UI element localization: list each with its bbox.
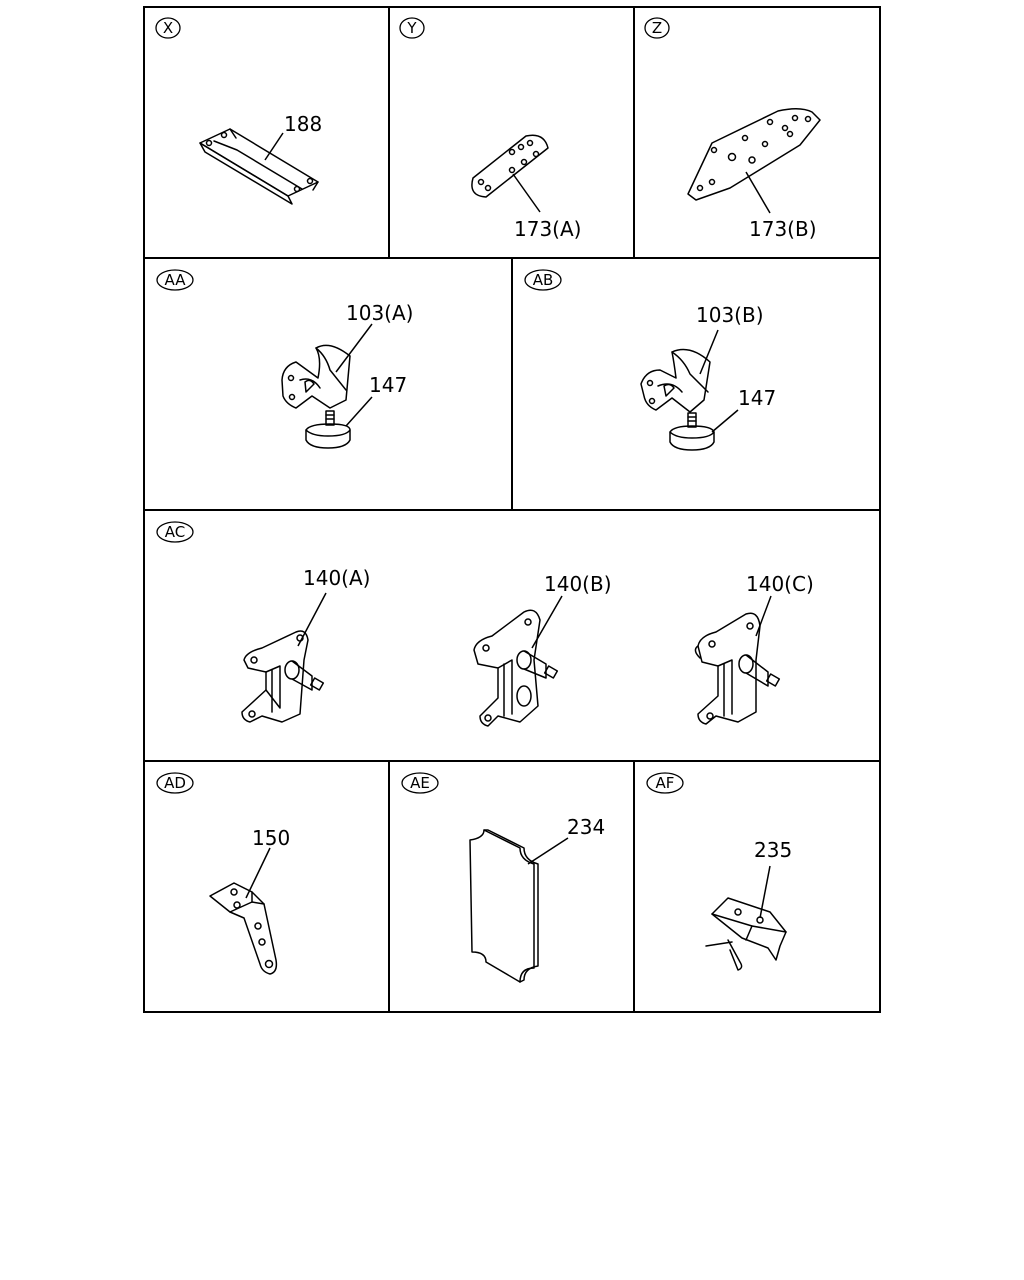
part-label-140c: 140(C): [746, 572, 814, 596]
panel-tag-ad: AD: [156, 772, 194, 794]
plate-173a-drawing: [471, 134, 549, 198]
part-label-173a: 173(A): [514, 217, 581, 241]
bolt-147-ab-drawing: [669, 412, 715, 451]
svg-text:Y: Y: [406, 19, 417, 37]
bracket-235-drawing: [705, 897, 787, 971]
leader-150: [245, 847, 271, 899]
part-label-140b: 140(B): [544, 572, 612, 596]
bracket-140b-drawing: [473, 609, 559, 727]
leader-234: [527, 837, 569, 865]
leader-103a: [335, 323, 373, 373]
part-label-103b: 103(B): [696, 303, 764, 327]
panel-z: Z 173(B): [644, 17, 821, 241]
leader-140a: [297, 592, 327, 647]
panel-tag-ae: AE: [401, 772, 439, 794]
panel-234-drawing: [469, 829, 539, 983]
bracket-103b-drawing: [640, 348, 711, 413]
svg-text:AB: AB: [533, 271, 554, 289]
leader-140b: [531, 595, 563, 649]
part-label-147-aa: 147: [369, 373, 407, 397]
part-label-234: 234: [567, 815, 605, 839]
leader-188: [264, 132, 284, 161]
part-label-140a: 140(A): [303, 566, 370, 590]
part-label-235: 235: [754, 838, 792, 862]
panel-tag-af: AF: [646, 772, 684, 794]
svg-text:AD: AD: [164, 774, 186, 792]
svg-text:AA: AA: [165, 271, 187, 289]
leader-147-ab: [711, 409, 739, 433]
panel-ad: AD 150: [156, 772, 290, 975]
leader-103b: [699, 329, 719, 375]
panel-ab: AB 103(B) 147: [524, 269, 776, 451]
leader-173b: [745, 171, 771, 214]
bolt-147-aa-drawing: [305, 410, 351, 449]
panel-tag-ac: AC: [156, 521, 194, 543]
panel-ac: AC 140(A) 14: [156, 521, 814, 727]
plate-173b-drawing: [687, 108, 821, 201]
panel-tag-aa: AA: [156, 269, 194, 291]
leader-147-aa: [345, 396, 373, 427]
part-label-188: 188: [284, 112, 322, 136]
panel-tag-x: X: [155, 17, 181, 39]
panel-tag-z: Z: [644, 17, 670, 39]
svg-text:AF: AF: [656, 774, 675, 792]
part-label-150: 150: [252, 826, 290, 850]
svg-text:AC: AC: [165, 523, 185, 541]
panel-tag-y: Y: [399, 17, 425, 39]
bracket-150-drawing: [209, 882, 278, 975]
bracket-188-drawing: [199, 128, 319, 205]
bracket-140c-drawing: [694, 612, 781, 725]
bracket-140a-drawing: [241, 630, 325, 723]
part-label-173b: 173(B): [749, 217, 817, 241]
panel-af: AF 235: [646, 772, 792, 971]
part-label-103a: 103(A): [346, 301, 413, 325]
panel-aa: AA 103(A) 147: [156, 269, 413, 449]
svg-text:AE: AE: [410, 774, 430, 792]
leader-173a: [512, 173, 541, 213]
grid-frame: [143, 6, 881, 1013]
bracket-103a-drawing: [281, 344, 351, 409]
part-label-147-ab: 147: [738, 386, 776, 410]
panel-x: X 188: [155, 17, 322, 205]
leader-140c: [755, 595, 772, 637]
panel-y: Y 173(A): [399, 17, 581, 241]
svg-text:Z: Z: [652, 19, 662, 37]
panel-ae: AE 234: [401, 772, 605, 983]
panel-tag-ab: AB: [524, 269, 562, 291]
svg-text:X: X: [163, 19, 173, 37]
leader-235: [759, 865, 771, 919]
